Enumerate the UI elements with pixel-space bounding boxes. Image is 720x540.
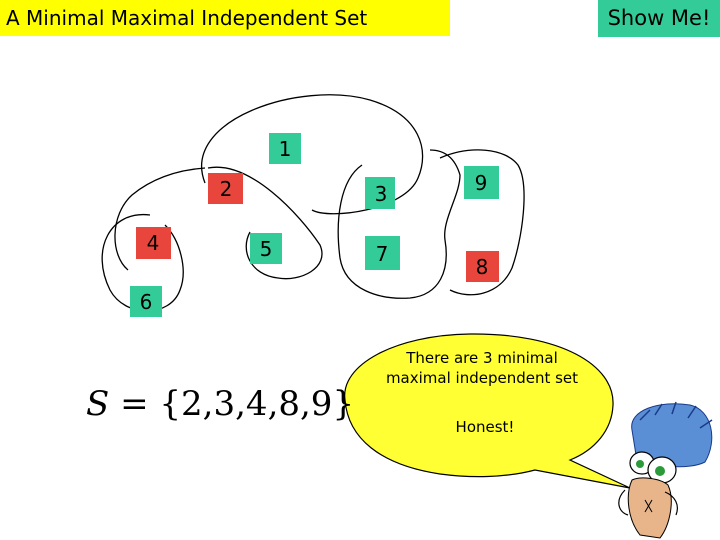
cartoon-character-icon xyxy=(619,402,712,538)
bubble-line-2: maximal independent set xyxy=(372,368,592,388)
node-6-label: 6 xyxy=(140,290,153,314)
node-1: 1 xyxy=(269,133,301,164)
node-4: 4 xyxy=(136,227,171,259)
node-2-label: 2 xyxy=(220,177,233,201)
bubble-line-3: Honest! xyxy=(420,418,550,436)
formula-variable: S xyxy=(86,384,109,424)
formula-equals: = xyxy=(120,384,149,424)
node-3: 3 xyxy=(365,177,395,209)
node-1-label: 1 xyxy=(279,137,292,161)
node-4-label: 4 xyxy=(147,231,160,255)
formula-set: {2,3,4,8,9} xyxy=(159,384,354,424)
set-formula: S = {2,3,4,8,9} xyxy=(86,384,354,424)
node-5: 5 xyxy=(250,233,282,264)
node-7: 7 xyxy=(365,236,400,270)
node-9: 9 xyxy=(464,166,499,199)
group-curve-5-7 xyxy=(338,150,460,298)
node-5-label: 5 xyxy=(260,237,273,261)
bubble-line-1: There are 3 minimal xyxy=(372,348,592,368)
node-6: 6 xyxy=(130,286,162,317)
node-3-label: 3 xyxy=(375,182,388,206)
node-9-label: 9 xyxy=(475,171,488,195)
node-8: 8 xyxy=(466,251,499,282)
bubble-message: There are 3 minimal maximal independent … xyxy=(372,348,592,388)
node-7-label: 7 xyxy=(376,242,389,266)
node-8-label: 8 xyxy=(476,255,489,279)
node-2: 2 xyxy=(208,173,243,204)
